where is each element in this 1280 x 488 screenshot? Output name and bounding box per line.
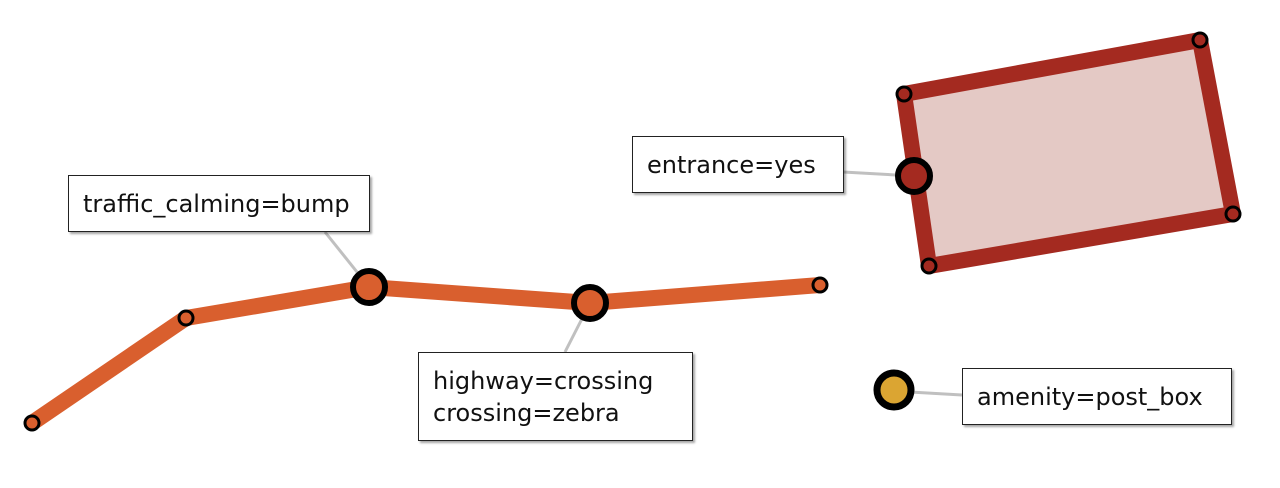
- label-entrance: entrance=yes: [632, 136, 844, 193]
- label-post-box: amenity=post_box: [962, 368, 1232, 425]
- way-vertex[interactable]: [811, 276, 829, 294]
- area-vertex[interactable]: [1191, 31, 1209, 49]
- entrance-node[interactable]: [895, 157, 933, 195]
- label-traffic-calming: traffic_calming=bump: [68, 175, 370, 232]
- way-vertex[interactable]: [23, 414, 41, 432]
- area-vertex[interactable]: [920, 257, 938, 275]
- label-text-line2: crossing=zebra: [433, 398, 620, 427]
- traffic-calming-node[interactable]: [350, 268, 388, 306]
- crossing-node[interactable]: [571, 284, 609, 322]
- label-text: traffic_calming=bump: [83, 189, 350, 218]
- label-text-line1: highway=crossing: [433, 366, 654, 395]
- label-text: amenity=post_box: [977, 382, 1203, 411]
- label-crossing: highway=crossing crossing=zebra: [418, 352, 693, 441]
- way-vertex[interactable]: [177, 309, 195, 327]
- area-vertex[interactable]: [895, 85, 913, 103]
- area-vertex[interactable]: [1224, 205, 1242, 223]
- post-box-node[interactable]: [873, 369, 915, 411]
- label-text: entrance=yes: [647, 150, 816, 179]
- leader-post-box: [909, 390, 963, 397]
- building-area[interactable]: [896, 32, 1241, 274]
